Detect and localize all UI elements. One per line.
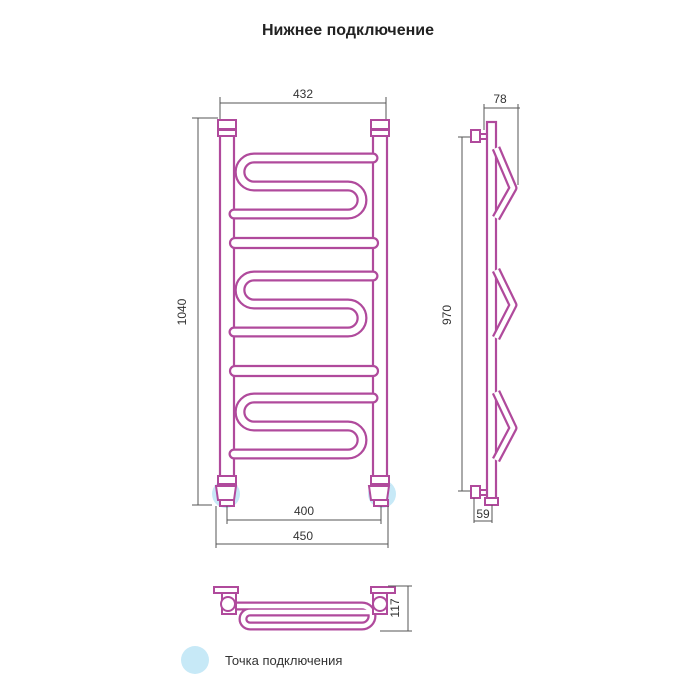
collector-right [367, 119, 391, 507]
dimension-label-400: 400 [294, 504, 314, 518]
bottom-fitting-left [213, 586, 239, 615]
dimension-depth: 78 [483, 92, 520, 185]
crossbar-2 [228, 364, 380, 378]
dimension-width-bottom: 450 [215, 506, 389, 548]
legend-connection-point-swatch [181, 646, 209, 674]
serpentine-section-1 [228, 152, 379, 220]
dimension-label-432: 432 [293, 87, 313, 101]
dimension-width-top: 432 [219, 87, 387, 125]
bottom-view: 117 [213, 585, 412, 632]
legend-label: Точка подключения [225, 653, 342, 668]
side-view: 78 970 [440, 92, 520, 523]
dimension-label-970: 970 [440, 305, 454, 325]
dimension-bottom-offset: 59 [473, 498, 493, 523]
side-bottom-fitting [484, 497, 499, 506]
serpentine-section-2 [228, 270, 379, 338]
front-view: 432 1040 [175, 87, 396, 548]
dimension-side-height: 970 [440, 136, 476, 492]
dimension-height: 1040 [175, 117, 218, 506]
dimension-label-78: 78 [493, 92, 507, 106]
dimension-connection-spacing: 400 [226, 504, 382, 524]
bottom-fitting-right [370, 586, 396, 615]
side-bends [491, 146, 518, 463]
drawing-title: Нижнее подключение [262, 22, 434, 39]
dimension-label-59: 59 [476, 507, 490, 521]
dimension-label-450: 450 [293, 529, 313, 543]
dimension-label-117: 117 [388, 598, 402, 617]
legend: Точка подключения [181, 646, 342, 674]
serpentine-section-3 [228, 392, 379, 460]
dimension-bottom-depth: 117 [380, 585, 412, 632]
side-collector [485, 120, 498, 502]
crossbar-1 [228, 236, 380, 250]
dimension-label-1040: 1040 [175, 298, 189, 325]
collector-left [214, 119, 238, 507]
